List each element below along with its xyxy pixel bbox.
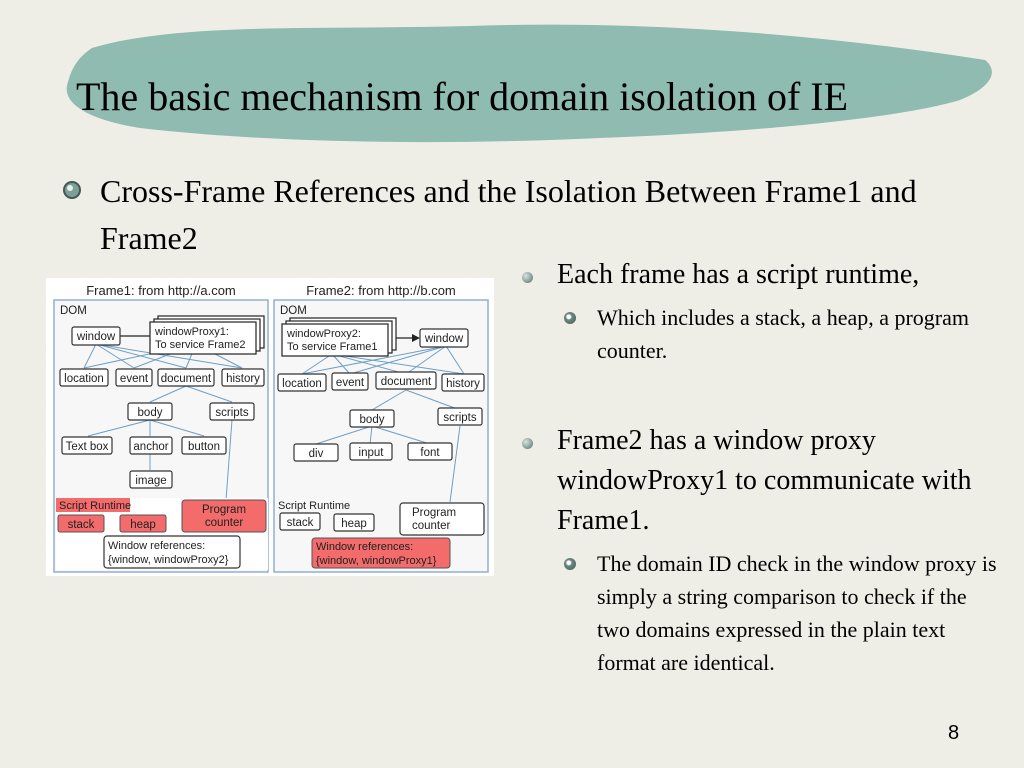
svg-text:Program: Program bbox=[412, 507, 456, 519]
svg-text:location: location bbox=[64, 373, 104, 385]
svg-text:windowProxy2:: windowProxy2: bbox=[286, 328, 361, 340]
frame1-runtime-highlight bbox=[56, 498, 130, 512]
frame2-node-scripts: scripts bbox=[437, 407, 483, 426]
right-bullet-2: Frame2 has a window proxy windowProxy1 t… bbox=[520, 421, 1000, 679]
right-bullet-1-text: Each frame has a script runtime, bbox=[557, 259, 920, 290]
main-bullet-text: Cross-Frame References and the Isolation… bbox=[100, 173, 917, 256]
svg-text:scripts: scripts bbox=[443, 412, 476, 424]
frame1-node-body: body bbox=[127, 402, 173, 421]
svg-text:heap: heap bbox=[341, 518, 367, 530]
svg-text:{window, windowProxy2}: {window, windowProxy2} bbox=[108, 554, 229, 566]
svg-text:Text box: Text box bbox=[66, 441, 109, 453]
svg-text:Window references:: Window references: bbox=[316, 541, 413, 553]
svg-text:div: div bbox=[309, 448, 324, 460]
svg-text:history: history bbox=[446, 378, 480, 390]
frame2-node-div: div bbox=[293, 443, 339, 462]
page-number: 8 bbox=[948, 722, 960, 744]
frame1-dom-label: DOM bbox=[60, 305, 87, 317]
frame2-node-font: font bbox=[407, 442, 453, 461]
frame1-window-proxy: windowProxy1: To service Frame2 bbox=[149, 315, 265, 355]
svg-text:Program: Program bbox=[202, 504, 246, 516]
svg-text:document: document bbox=[161, 373, 212, 385]
svg-text:To service Frame2: To service Frame2 bbox=[155, 339, 245, 351]
svg-text:event: event bbox=[336, 377, 365, 389]
right-bullet-2-text: Frame2 has a window proxy windowProxy1 t… bbox=[557, 425, 972, 536]
frame2-node-history: history bbox=[441, 373, 485, 392]
frame2-links bbox=[301, 334, 465, 503]
frame1-node-image: image bbox=[129, 470, 173, 489]
frame2-node-input: input bbox=[349, 442, 393, 461]
frame-isolation-diagram: Frame1: from http://a.com DOM Frame2: fr… bbox=[46, 278, 494, 576]
svg-text:heap: heap bbox=[130, 519, 156, 531]
svg-text:input: input bbox=[359, 447, 385, 459]
bullet-dot-icon bbox=[522, 438, 533, 449]
frame1-node-anchor: anchor bbox=[129, 436, 173, 455]
svg-text:event: event bbox=[120, 373, 149, 385]
title-brush-stroke bbox=[66, 24, 992, 143]
svg-text:window: window bbox=[424, 333, 464, 345]
svg-text:anchor: anchor bbox=[133, 441, 168, 453]
right-bullet-1-sub: Which includes a stack, a heap, a progra… bbox=[597, 305, 970, 363]
frame1-runtime-label: Script Runtime bbox=[59, 500, 131, 512]
svg-text:stack: stack bbox=[68, 519, 95, 531]
svg-text:counter: counter bbox=[205, 517, 244, 529]
frame2-dom-label: DOM bbox=[280, 305, 307, 317]
frame1-window: window bbox=[71, 326, 121, 346]
frame1-node-document: document bbox=[157, 368, 215, 387]
frame1-stack: stack bbox=[57, 514, 105, 533]
svg-text:windowProxy1:: windowProxy1: bbox=[154, 326, 229, 338]
svg-text:{window, windowProxy1}: {window, windowProxy1} bbox=[316, 555, 437, 567]
frame1-title: Frame1: from http://a.com bbox=[86, 283, 236, 298]
svg-text:window: window bbox=[76, 331, 116, 343]
svg-text:font: font bbox=[420, 447, 440, 459]
frame2-node-location: location bbox=[277, 373, 327, 392]
frame2-window: window bbox=[419, 328, 469, 348]
sub-bullet-icon bbox=[564, 312, 576, 324]
frame1-node-event: event bbox=[115, 368, 153, 387]
svg-text:body: body bbox=[360, 414, 385, 426]
frame1-node-scripts: scripts bbox=[209, 402, 255, 421]
main-bullet-icon bbox=[63, 181, 81, 199]
slide-title: The basic mechanism for domain isolation… bbox=[76, 74, 849, 119]
frame2-stack: stack bbox=[279, 512, 321, 531]
svg-text:Window references:: Window references: bbox=[108, 540, 205, 552]
frame1-heap: heap bbox=[119, 514, 167, 533]
frame1-node-history: history bbox=[221, 368, 265, 387]
svg-text:document: document bbox=[381, 376, 432, 388]
frame2-node-document: document bbox=[375, 371, 437, 390]
frame2-window-proxy: windowProxy2: To service Frame1 bbox=[281, 317, 397, 357]
right-bullet-1: Each frame has a script runtime, Which i… bbox=[520, 255, 1000, 367]
svg-text:location: location bbox=[282, 378, 322, 390]
frame2-node-event: event bbox=[331, 372, 369, 391]
svg-text:button: button bbox=[188, 441, 220, 453]
bullet-dot-icon bbox=[522, 272, 533, 283]
frame2-heap: heap bbox=[333, 513, 375, 532]
svg-text:stack: stack bbox=[287, 517, 314, 529]
frame2-node-body: body bbox=[349, 409, 395, 428]
svg-text:scripts: scripts bbox=[215, 407, 248, 419]
svg-text:counter: counter bbox=[412, 520, 451, 532]
svg-text:body: body bbox=[138, 407, 163, 419]
sub-bullet-icon bbox=[564, 558, 576, 570]
svg-text:To service Frame1: To service Frame1 bbox=[287, 341, 377, 353]
frame2-title: Frame2: from http://b.com bbox=[306, 283, 456, 298]
right-bullet-2-sub: The domain ID check in the window proxy … bbox=[597, 551, 997, 675]
frame1-node-location: location bbox=[59, 368, 109, 387]
frame2-window-references: Window references: {window, windowProxy1} bbox=[311, 537, 451, 569]
frame2-runtime-label: Script Runtime bbox=[278, 500, 350, 512]
svg-text:history: history bbox=[226, 373, 260, 385]
svg-text:image: image bbox=[135, 475, 166, 487]
frame1-window-references: Window references: {window, windowProxy2} bbox=[103, 535, 241, 569]
frame1-node-textbox: Text box bbox=[61, 436, 113, 455]
frame1-node-button: button bbox=[181, 436, 227, 455]
